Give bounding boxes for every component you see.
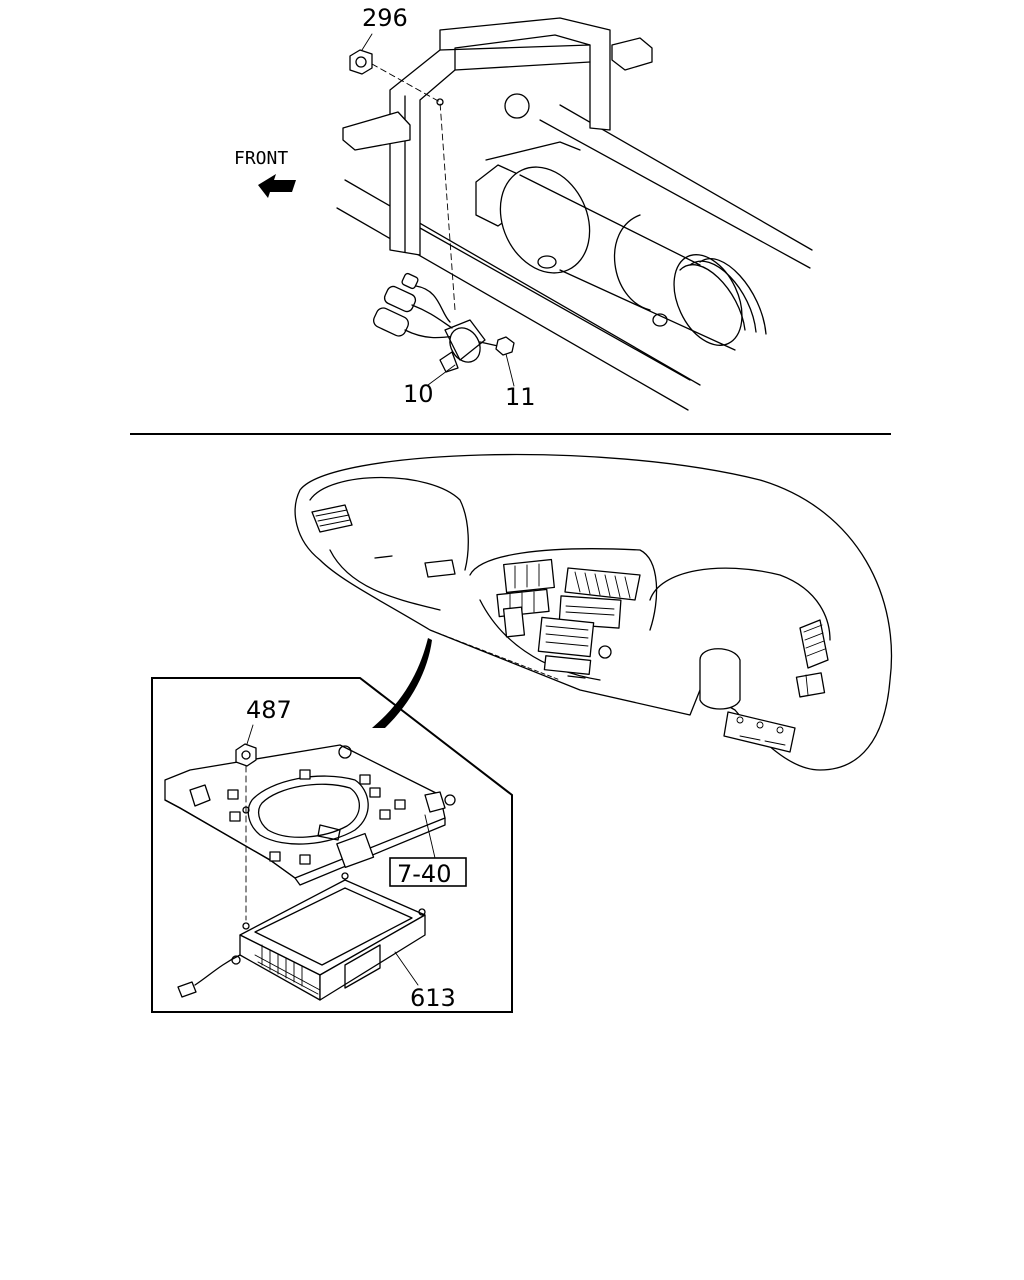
callout-bracket-ref: 7-40 (397, 860, 451, 888)
callout-bolt: 11 (505, 383, 536, 411)
bracket-part (164, 744, 456, 886)
nut-part (349, 49, 373, 75)
callout-sensor: 10 (403, 380, 434, 408)
dashboard-illustration (294, 453, 893, 771)
nut-bracket-part (235, 743, 257, 767)
top-view-frame-illustration (336, 17, 813, 411)
callout-nut-top: 296 (362, 4, 408, 32)
bolt-part (479, 336, 515, 356)
control-unit-part (177, 872, 426, 1001)
inset-frame (151, 677, 513, 1013)
bracket-ref-box (389, 857, 467, 887)
front-direction-indicator: FRONT (234, 148, 296, 198)
front-arrow-icon (258, 174, 296, 198)
callout-nut-bracket: 487 (246, 696, 292, 724)
inset-pointer-arrow (372, 638, 432, 728)
callout-control-unit: 613 (410, 984, 456, 1012)
sensor-harness-part (373, 272, 486, 373)
front-label: FRONT (234, 148, 288, 169)
